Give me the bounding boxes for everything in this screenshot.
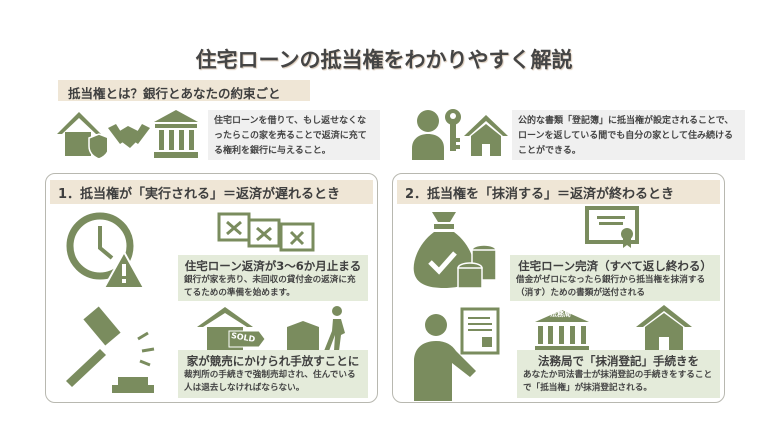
legal-affairs-bureau-icon <box>535 310 589 351</box>
calendar-missed-icon <box>217 212 315 252</box>
house-icon <box>636 305 692 351</box>
intro-heading: 抵当権とは？銀行とあなたの約束ごと <box>58 80 310 101</box>
step1-title: 住宅ローン返済が3〜6か月止まる <box>184 259 362 273</box>
panel2-step1: 住宅ローン完済（すべて返し終わる） 借金がゼロになったら銀行から抵当権を抹消する… <box>510 255 720 301</box>
step2-body: あなたか司法書士が抹消登記の手続きをすることで「抵当権」が抹消登記される。 <box>523 370 713 393</box>
panel1-heading: 1．抵当権が「実行される」＝返済が遅れるとき <box>50 180 373 204</box>
person-document-icon <box>414 307 500 401</box>
intro-left-text: 住宅ローンを借りて、もし返せなくなったらこの家を売ることで返済に充てる権利を銀行… <box>208 110 380 160</box>
panel1-step2: 家が競売にかけられ手放すことに 裁判所の手続きで強制売却され、住んでいる人は退去… <box>178 350 368 398</box>
certificate-icon <box>585 206 639 248</box>
bureau-label: 法務局 <box>550 310 571 318</box>
house-icon <box>464 115 508 156</box>
intro-right-text: 公的な書類「登記簿」に抵当権が設定されることで、ローンを返している間でも自分の家… <box>512 110 745 160</box>
key-icon <box>445 109 461 151</box>
step2-title: 家が競売にかけられ手放すことに <box>186 354 360 368</box>
step1-body: 銀行が家を売り、未回収の貸付金の返済に充てるための準備を始めます。 <box>184 275 356 298</box>
house-sold-icon <box>197 307 266 351</box>
clock-warning-icon <box>66 212 146 289</box>
step2-title: 法務局で「抹消登記」手続きを <box>538 354 699 368</box>
house-shield-icon <box>57 112 107 160</box>
page-title: 住宅ローンの抵当権をわかりやすく解説 <box>195 48 573 72</box>
step1-title: 住宅ローン完済（すべて返し終わる） <box>518 259 712 273</box>
person-icon <box>412 110 444 160</box>
gavel-icon <box>66 306 155 393</box>
step2-body: 裁判所の手続きで強制売却され、住んでいる人は退去しなければならない。 <box>184 370 356 393</box>
panel1-step1: 住宅ローン返済が3〜6か月止まる 銀行が家を売り、未回収の貸付金の返済に充てるた… <box>178 255 368 301</box>
panel2-heading: 2．抵当権を「抹消する」＝返済が終わるとき <box>397 180 720 204</box>
panel2-step2: 法務局で「抹消登記」手続きを あなたか司法書士が抹消登記の手続きをすることで「抵… <box>517 350 720 398</box>
handshake-icon <box>108 124 150 148</box>
moving-box-person-icon <box>287 306 345 351</box>
bank-icon <box>154 110 198 158</box>
step1-body: 借金がゼロになったら銀行から抵当権を抹消する（消す）ための書類が送付される <box>516 275 706 298</box>
money-bag-check-icon <box>413 212 497 289</box>
